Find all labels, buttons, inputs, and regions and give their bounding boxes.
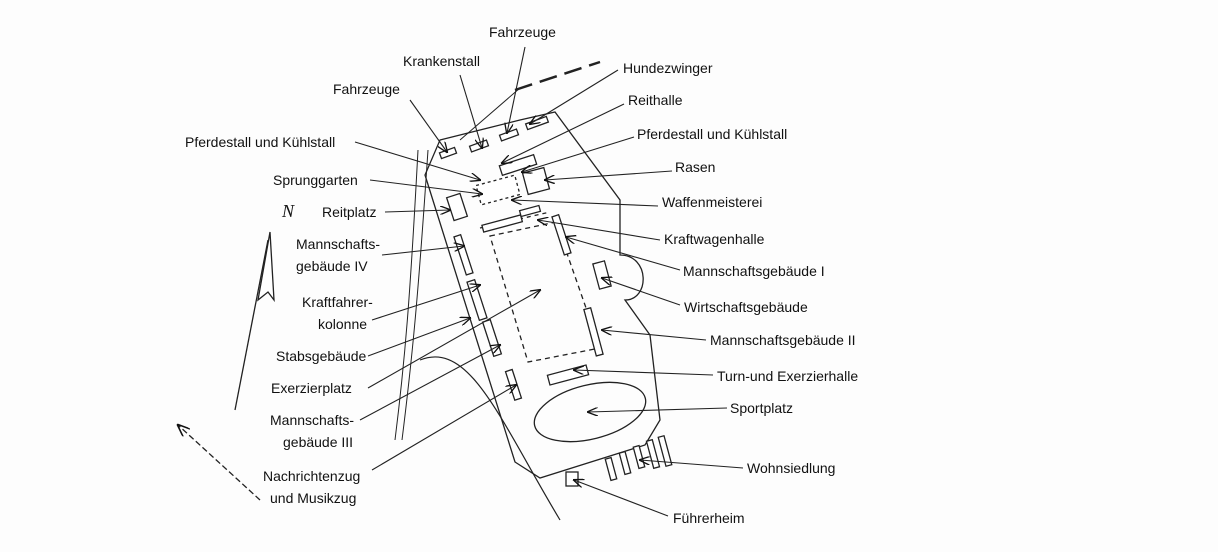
label-reithalle: Reithalle: [628, 92, 683, 108]
label-kraftwagenhalle: Kraftwagenhalle: [664, 231, 765, 247]
label-krankenstall: Krankenstall: [403, 53, 481, 69]
label-stabsgebaeude: Stabsgebäude: [276, 348, 367, 364]
compound-outline: [424, 111, 661, 479]
label-pferdestall-left: Pferdestall und Kühlstall: [185, 134, 336, 150]
exerzierplatz-area: [489, 221, 601, 363]
label-kraftfahrer-line2: kolonne: [318, 316, 368, 332]
label-sprunggarten: Sprunggarten: [273, 172, 358, 188]
label-mannschaftsgebaeude-i: Mannschaftsgebäude I: [683, 263, 825, 279]
label-rasen: Rasen: [675, 159, 716, 175]
road-left: [394, 149, 419, 441]
label-pferdestall-right: Pferdestall und Kühlstall: [637, 126, 788, 142]
leader-lines: [354, 46, 744, 517]
label-reitplatz: Reitplatz: [322, 204, 377, 220]
direction-arrow: [178, 425, 261, 501]
label-wohnsiedlung: Wohnsiedlung: [747, 460, 836, 476]
label-mannschaftsgebaeude-ii: Mannschaftsgebäude II: [710, 332, 856, 348]
label-mannschaftsgebaeude-iv-line1: Mannschafts-: [296, 236, 381, 252]
buildings: [438, 115, 673, 487]
label-mannschaftsgebaeude-iii-line2: gebäude III: [283, 434, 354, 450]
label-fuehrerheim: Führerheim: [673, 510, 745, 526]
label-waffenmeisterei: Waffenmeisterei: [662, 194, 763, 210]
label-fahrzeuge-left: Fahrzeuge: [333, 81, 400, 97]
label-mannschaftsgebaeude-iii-line1: Mannschafts-: [270, 412, 355, 428]
label-mannschaftsgebaeude-iv-line2: gebäude IV: [296, 258, 368, 274]
label-nachrichtenzug-line1: Nachrichtenzug: [263, 468, 361, 484]
label-hundezwinger: Hundezwinger: [623, 60, 713, 76]
north-label: N: [282, 201, 295, 221]
label-sportplatz: Sportplatz: [730, 400, 794, 416]
road-curve: [419, 356, 561, 521]
road-left-2: [401, 149, 429, 441]
label-exerzierplatz: Exerzierplatz: [271, 380, 352, 396]
sportplatz-oval: [533, 381, 647, 443]
label-wirtschaftsgebaeude: Wirtschaftsgebäude: [684, 299, 808, 315]
label-fahrzeuge-top: Fahrzeuge: [489, 24, 556, 40]
label-turnhalle: Turn-und Exerzierhalle: [717, 368, 859, 384]
label-kraftfahrer-line1: Kraftfahrer-: [302, 294, 373, 310]
label-nachrichtenzug-line2: und Musikzug: [270, 490, 357, 506]
north-arrow-icon: [234, 231, 275, 411]
